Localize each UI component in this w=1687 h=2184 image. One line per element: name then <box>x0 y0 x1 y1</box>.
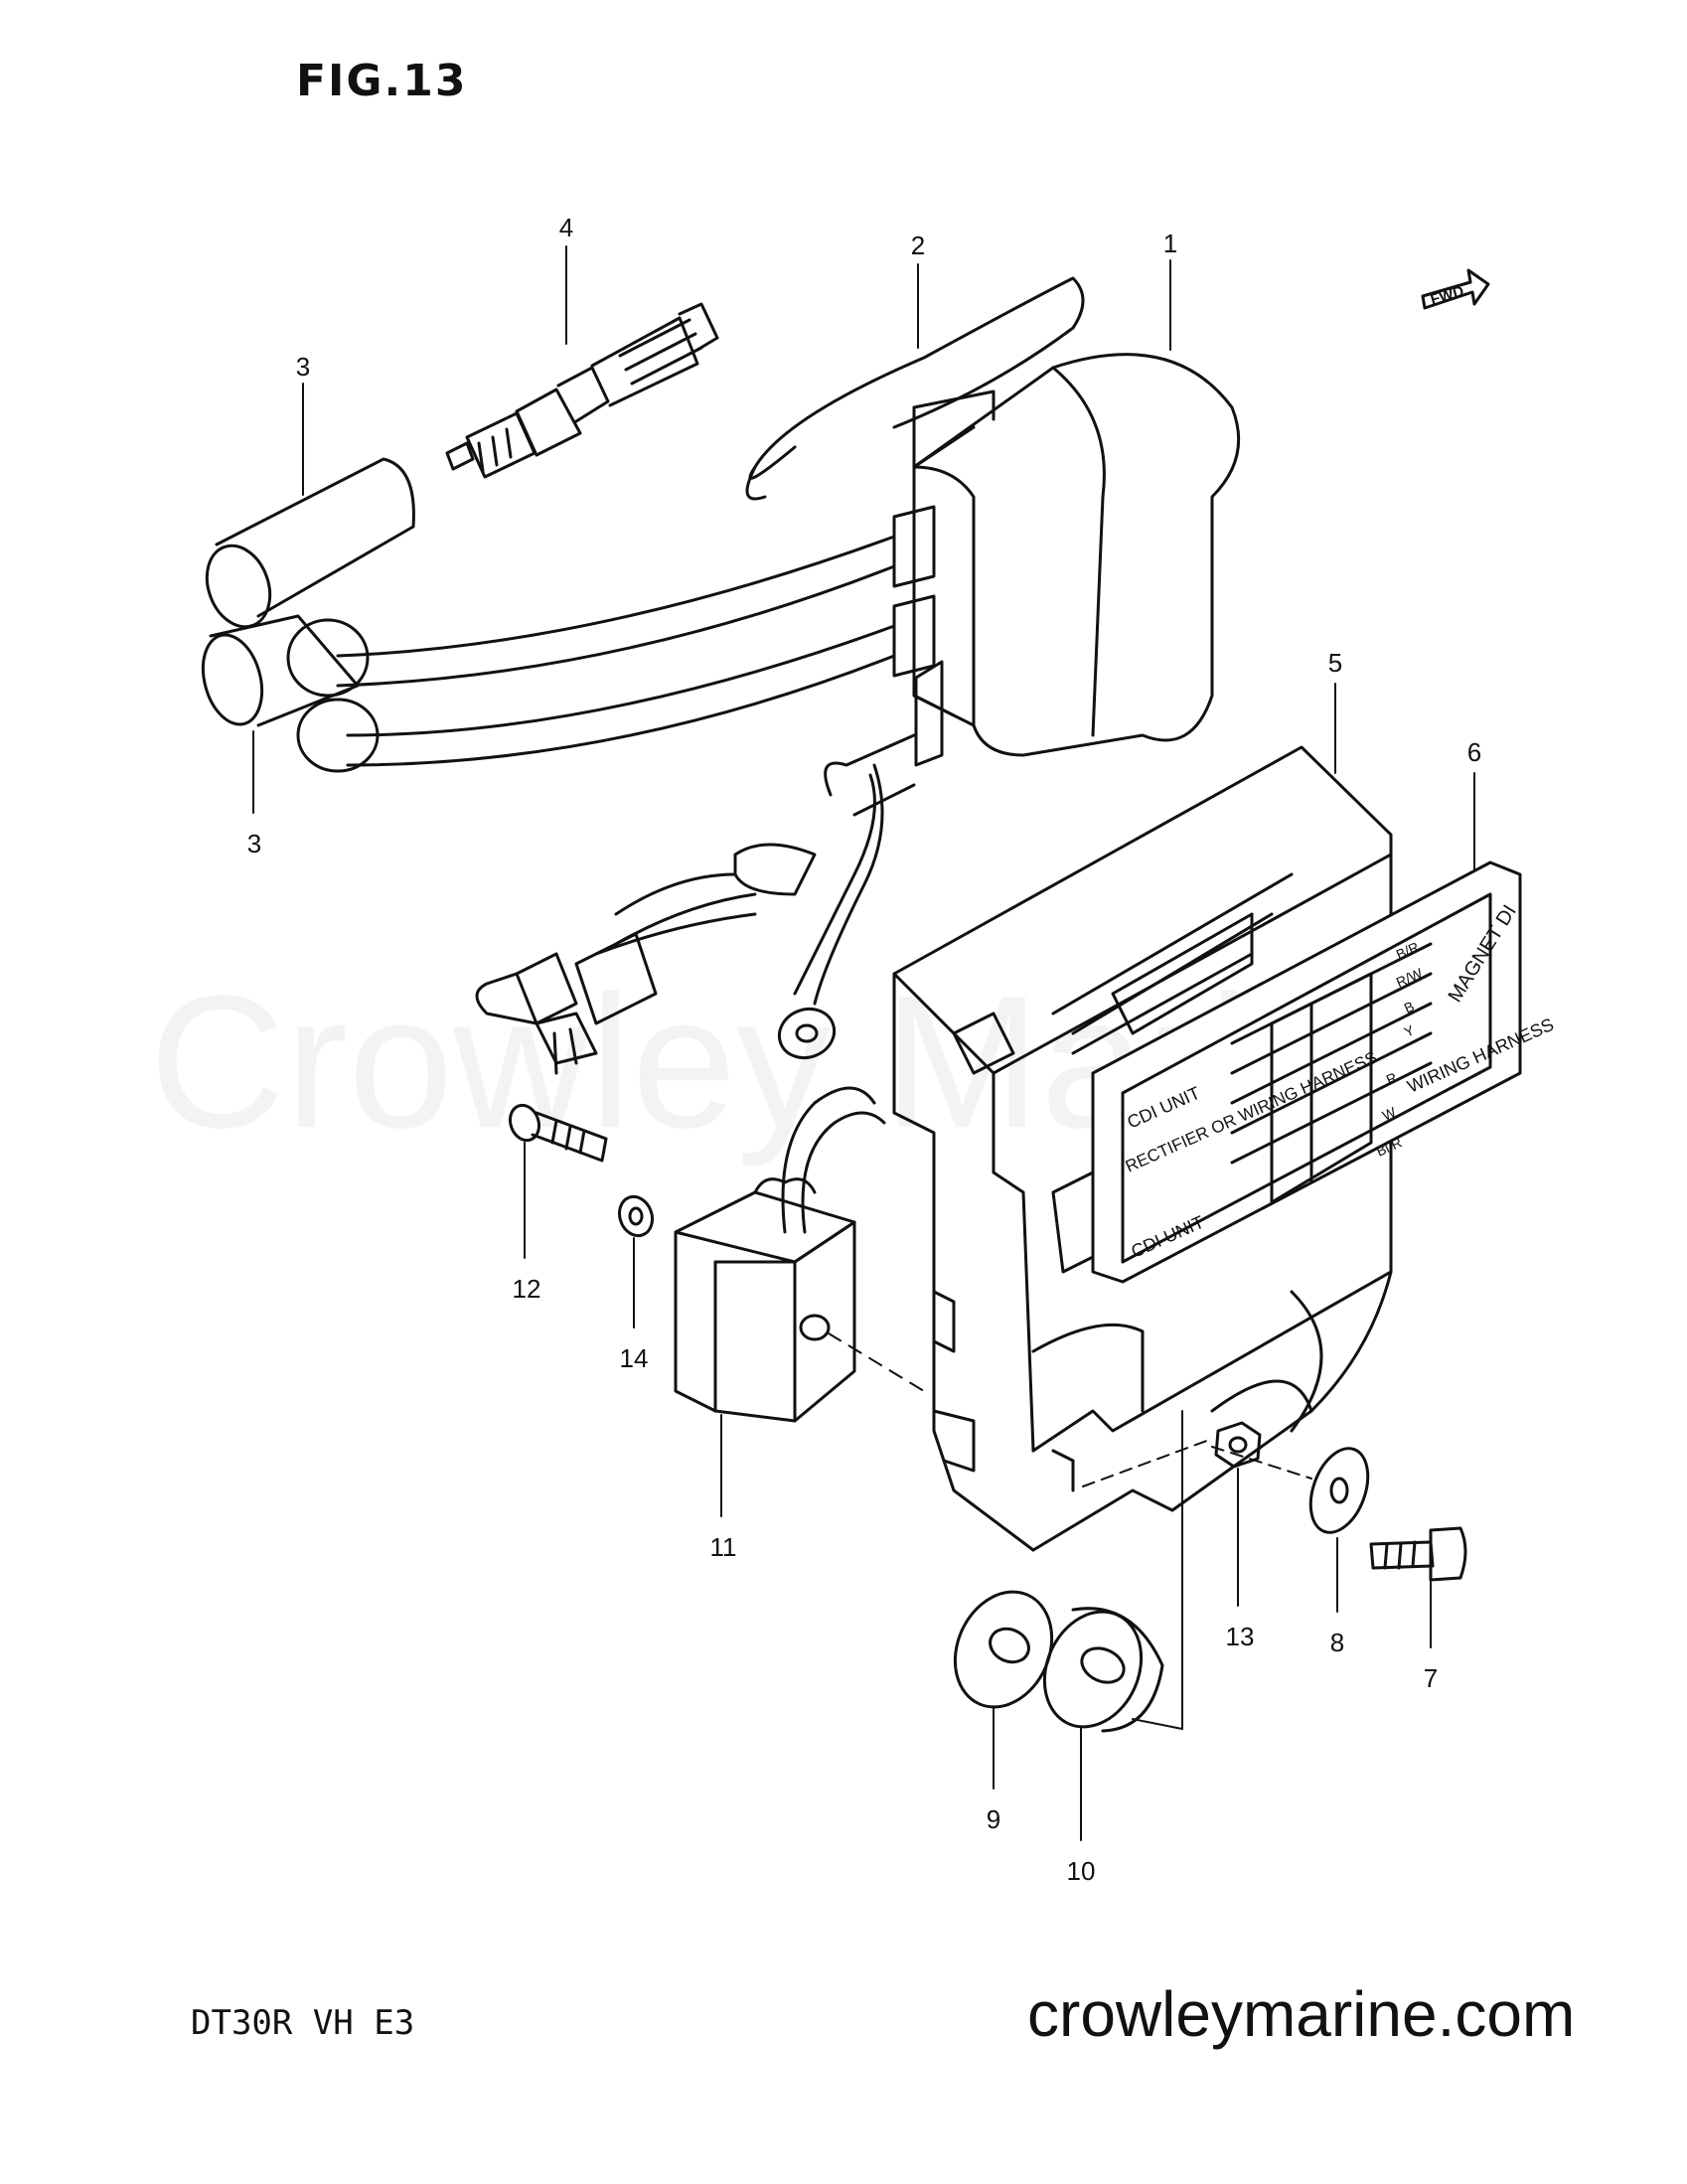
figure-title: FIG.13 <box>296 56 468 106</box>
callout-8: 8 <box>1330 1628 1344 1657</box>
callout-6: 6 <box>1467 737 1481 767</box>
bolt-part <box>1369 1526 1467 1582</box>
plug-cap-part-lower <box>201 614 380 773</box>
leader-lines <box>252 245 1475 1841</box>
wiring-harness <box>475 733 916 1075</box>
cdi-unit-part <box>892 745 1393 1552</box>
callout-10: 10 <box>1067 1856 1096 1886</box>
callout-9: 9 <box>987 1804 1000 1834</box>
grommet-part <box>1042 1410 1183 1733</box>
callout-3-upper: 3 <box>296 352 310 382</box>
ht-leads <box>336 505 936 767</box>
callout-14: 14 <box>620 1343 649 1373</box>
washer-part <box>617 1194 655 1238</box>
label-panel-part: MAGNET DI WIRING HARNESS CDI UNIT RECTIF… <box>1091 860 1557 1284</box>
ground-wire-part <box>745 276 1085 501</box>
callout-3-lower: 3 <box>247 829 261 858</box>
ignition-coil-part <box>912 353 1241 767</box>
plug-cap-part-upper <box>205 457 415 698</box>
website-label: crowleymarine.com <box>1027 1978 1576 2050</box>
grommet-washer-part <box>953 1590 1054 1709</box>
callout-7: 7 <box>1424 1663 1438 1693</box>
rectifier-part <box>674 1086 925 1423</box>
fwd-badge-text: FWD <box>1429 283 1466 309</box>
model-code: DT30R VH E3 <box>191 2003 415 2043</box>
spark-plug-part <box>445 302 719 479</box>
callout-1: 1 <box>1163 229 1177 258</box>
flat-washer-part <box>1211 1446 1370 1534</box>
callout-2: 2 <box>911 231 925 260</box>
fwd-arrow-icon: FWD <box>1421 268 1490 310</box>
callout-4: 4 <box>559 213 573 242</box>
callout-5: 5 <box>1328 648 1342 678</box>
callout-11: 11 <box>710 1532 737 1562</box>
callout-13: 13 <box>1226 1622 1255 1651</box>
screw-part <box>508 1103 608 1163</box>
callout-12: 12 <box>513 1274 541 1304</box>
nut-part <box>1082 1421 1262 1487</box>
